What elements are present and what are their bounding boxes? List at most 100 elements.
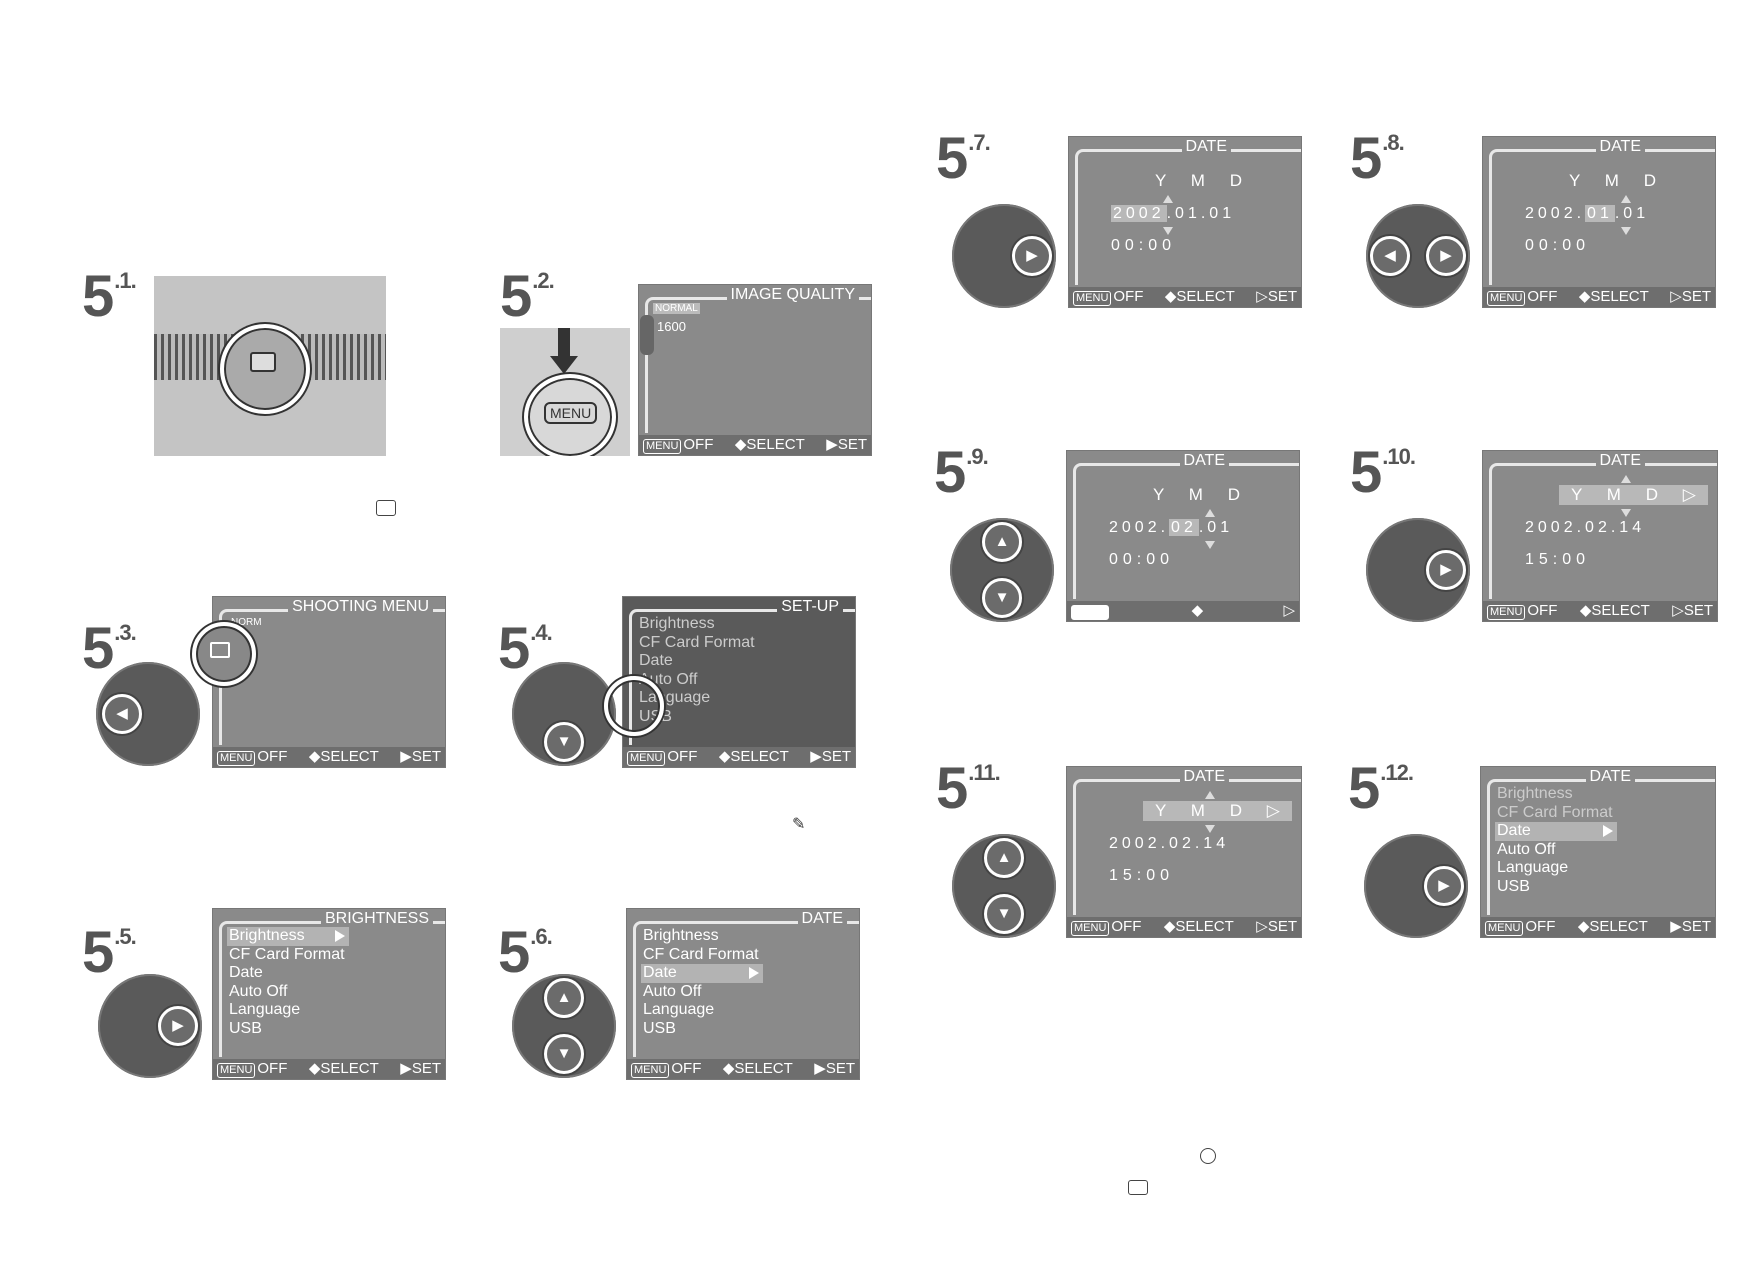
- down-button[interactable]: ▼: [544, 722, 584, 762]
- lcd-date-menu: DATE Brightness CF Card Format Date Auto…: [626, 908, 860, 1080]
- lcd-date-set: DATE Y M D 2002.02.01 00:00 MENU◆▷: [1066, 450, 1300, 622]
- time-value: 15:00: [1525, 551, 1591, 568]
- menu-item[interactable]: CF Card Format: [229, 945, 345, 963]
- screen-title: DATE: [1595, 451, 1645, 471]
- multi-selector[interactable]: ▼: [512, 662, 616, 766]
- screen-title: DATE: [797, 909, 847, 929]
- menu-item[interactable]: USB: [229, 1019, 262, 1037]
- highlight-ring: [524, 374, 616, 456]
- date-value: 2002.01.01: [1525, 205, 1650, 222]
- menu-item[interactable]: Brightness: [643, 927, 719, 944]
- menu-item[interactable]: Date: [229, 964, 263, 981]
- menu-button-icon: MENU: [544, 402, 598, 424]
- menu-item[interactable]: CF Card Format: [643, 945, 759, 963]
- right-button[interactable]: ▶: [1012, 236, 1052, 276]
- screen-title: DATE: [1181, 137, 1231, 157]
- figure-5-6: 5.6. ▲ ▼ DATE Brightness CF Card Format …: [496, 902, 866, 1082]
- menu-item[interactable]: USB: [1497, 877, 1530, 895]
- mode-dial-photo: [154, 276, 386, 456]
- multi-selector[interactable]: ▶: [952, 204, 1056, 308]
- clock-icon: [1200, 1148, 1216, 1164]
- iso-value: 1600: [657, 319, 686, 334]
- menu-item[interactable]: CF Card Format: [1497, 803, 1613, 821]
- highlight-ring: [192, 622, 256, 686]
- screen-title: DATE: [1179, 767, 1229, 787]
- down-button[interactable]: ▼: [544, 1034, 584, 1074]
- menu-item[interactable]: USB: [643, 1019, 676, 1037]
- highlight-ring: [220, 324, 310, 414]
- menu-item-selected[interactable]: Brightness: [227, 927, 349, 946]
- time-value: 00:00: [1525, 237, 1591, 254]
- step-number: 5.8.: [1350, 126, 1405, 191]
- camera-icon: [210, 642, 230, 658]
- menu-item[interactable]: Brightness: [639, 615, 715, 632]
- camera-icon: [250, 352, 276, 372]
- date-value: 2002.01.01: [1111, 205, 1236, 222]
- down-button[interactable]: ▼: [982, 578, 1022, 618]
- quality-value: NORMAL: [653, 303, 700, 314]
- menu-item[interactable]: Date: [639, 652, 673, 669]
- up-button[interactable]: ▲: [982, 522, 1022, 562]
- screen-title: DATE: [1595, 137, 1645, 157]
- step-number: 5.7.: [936, 126, 991, 191]
- date-value: 2002.02.01: [1109, 519, 1234, 536]
- screen-title: DATE: [1179, 451, 1229, 471]
- quality-value: NORM: [231, 617, 262, 628]
- menu-item-selected[interactable]: Date: [641, 964, 763, 983]
- figure-5-10: 5.10. ▶ DATE Y M D ▷ 2002.02.14 15:00 ME…: [1350, 436, 1730, 626]
- menu-item[interactable]: CF Card Format: [639, 633, 755, 651]
- right-button[interactable]: ▶: [1424, 866, 1464, 906]
- up-button[interactable]: ▲: [544, 978, 584, 1018]
- multi-selector[interactable]: ▶: [98, 974, 202, 1078]
- down-button[interactable]: ▼: [984, 894, 1024, 934]
- menu-item[interactable]: Language: [229, 1001, 301, 1018]
- up-button[interactable]: ▲: [984, 838, 1024, 878]
- date-value: 2002.02.14: [1109, 835, 1230, 852]
- multi-selector[interactable]: ▲ ▼: [952, 834, 1056, 938]
- left-button[interactable]: ◀: [102, 694, 142, 734]
- menu-item[interactable]: Auto Off: [229, 982, 288, 1000]
- multi-selector[interactable]: ▲ ▼: [950, 518, 1054, 622]
- menu-item[interactable]: Auto Off: [1497, 840, 1556, 858]
- multi-selector[interactable]: ▶: [1364, 834, 1468, 938]
- menu-item[interactable]: Brightness: [1497, 785, 1573, 802]
- figure-5-12: 5.12. ▶ DATE Brightness CF Card Format D…: [1348, 752, 1730, 942]
- right-button[interactable]: ▶: [158, 1006, 198, 1046]
- right-button[interactable]: ▶: [1426, 236, 1466, 276]
- multi-selector[interactable]: ▶: [1366, 518, 1470, 622]
- figure-5-4: 5.4. ▼ SET-UP Brightness CF Card Format …: [496, 590, 866, 770]
- figure-5-1: 5.1.: [76, 262, 396, 458]
- ymd-header: Y M D ▷: [1559, 485, 1708, 505]
- right-button[interactable]: ▶: [1426, 550, 1466, 590]
- menu-button-photo: MENU: [500, 328, 630, 456]
- menu-item[interactable]: Auto Off: [643, 982, 702, 1000]
- multi-selector[interactable]: ▲ ▼: [512, 974, 616, 1078]
- lcd-setup-menu: SET-UP Brightness CF Card Format Date Au…: [622, 596, 856, 768]
- ymd-header: Y M D: [1153, 485, 1240, 504]
- figure-5-5: 5.5. ▶ BRIGHTNESS Brightness CF Card For…: [82, 902, 452, 1082]
- step-number: 5.3.: [82, 616, 137, 681]
- date-value: 2002.02.14: [1525, 519, 1646, 536]
- step-number: 5.6.: [498, 920, 553, 985]
- time-value: 00:00: [1111, 237, 1177, 254]
- camera-icon: [1128, 1180, 1148, 1195]
- menu-item[interactable]: Language: [1497, 859, 1569, 876]
- menu-item[interactable]: Language: [643, 1001, 715, 1018]
- multi-selector[interactable]: ◀ ▶: [1366, 204, 1470, 308]
- menu-item-selected[interactable]: Date: [1495, 822, 1617, 841]
- figure-5-8: 5.8. ◀ ▶ DATE Y M D 2002.01.01 00:00 MEN…: [1350, 122, 1720, 312]
- setup-menu-list: Brightness CF Card Format Date Auto Off …: [641, 927, 763, 1038]
- multi-selector[interactable]: ◀: [96, 662, 200, 766]
- highlight-ring: [604, 676, 664, 736]
- left-button[interactable]: ◀: [1370, 236, 1410, 276]
